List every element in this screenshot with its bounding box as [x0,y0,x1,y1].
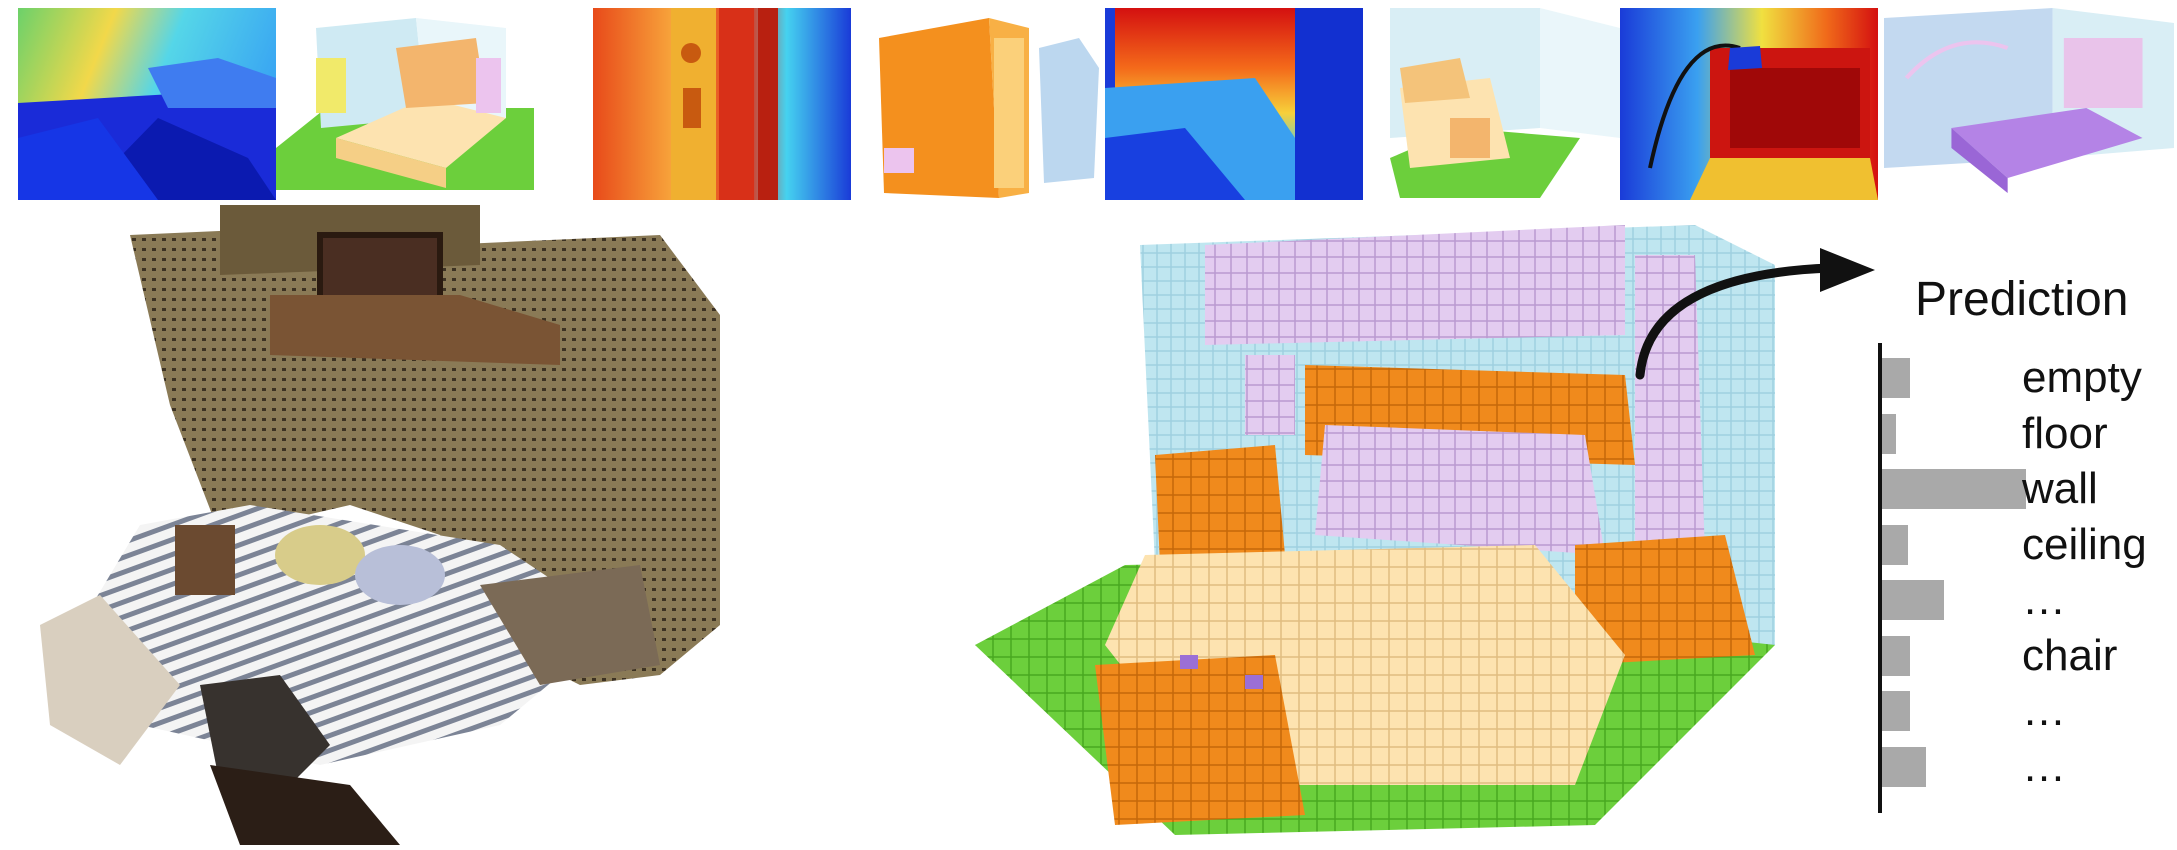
thumbnail-depth-4 [1620,8,1878,200]
thumbnail-voxel-4 [1884,8,2174,200]
prediction-class-label: … [2022,686,2066,735]
prediction-bar [1882,358,1910,398]
depth-map-lamp-icon [1620,8,1878,200]
prediction-bar [1882,524,1908,565]
thumbnail-depth-3 [1105,8,1363,200]
prediction-axis [1878,343,1882,813]
prediction-bar [1882,691,1910,731]
prediction-class-label: wall [2022,464,2098,513]
prediction-title: Prediction [1915,273,2129,326]
thumbnail-depth-2 [593,8,851,200]
prediction-class-label: floor [2022,408,2108,458]
prediction-class-label: … [2022,575,2066,624]
prediction-class-label: … [2022,741,2066,791]
thumbnail-voxel-3 [1380,8,1638,200]
bedroom-point-cloud-icon [40,205,720,845]
prediction-bar [1882,746,1926,787]
thumbnail-voxel-2 [869,8,1127,200]
voxel-reconstruction [975,225,1815,845]
thumbnail-voxel-1 [276,8,534,200]
voxel-bedroom-scene-icon [1380,8,1638,200]
voxel-livingroom-scene-icon [1884,8,2174,200]
prediction-bar [1882,413,1896,454]
depth-map-shelf-icon [593,8,851,200]
voxel-bed-scene-icon [276,8,534,200]
voxel-bed-reconstruction-icon [975,225,1775,835]
thumbnail-depth-1 [18,8,276,200]
prediction-class-label: empty [2022,353,2142,402]
prediction-bar [1882,635,1910,676]
depth-map-bedroom-icon [18,8,276,200]
prediction-class-label: ceiling [2022,519,2147,569]
voxel-shelf-scene-icon [869,8,1127,200]
prediction-bar [1882,580,1944,620]
point-cloud-scan [20,205,980,845]
prediction-class-label: chair [2022,630,2118,680]
depth-map-room-icon [1105,8,1363,200]
prediction-bar [1882,469,2026,509]
curved-arrow-icon [1635,248,1875,380]
